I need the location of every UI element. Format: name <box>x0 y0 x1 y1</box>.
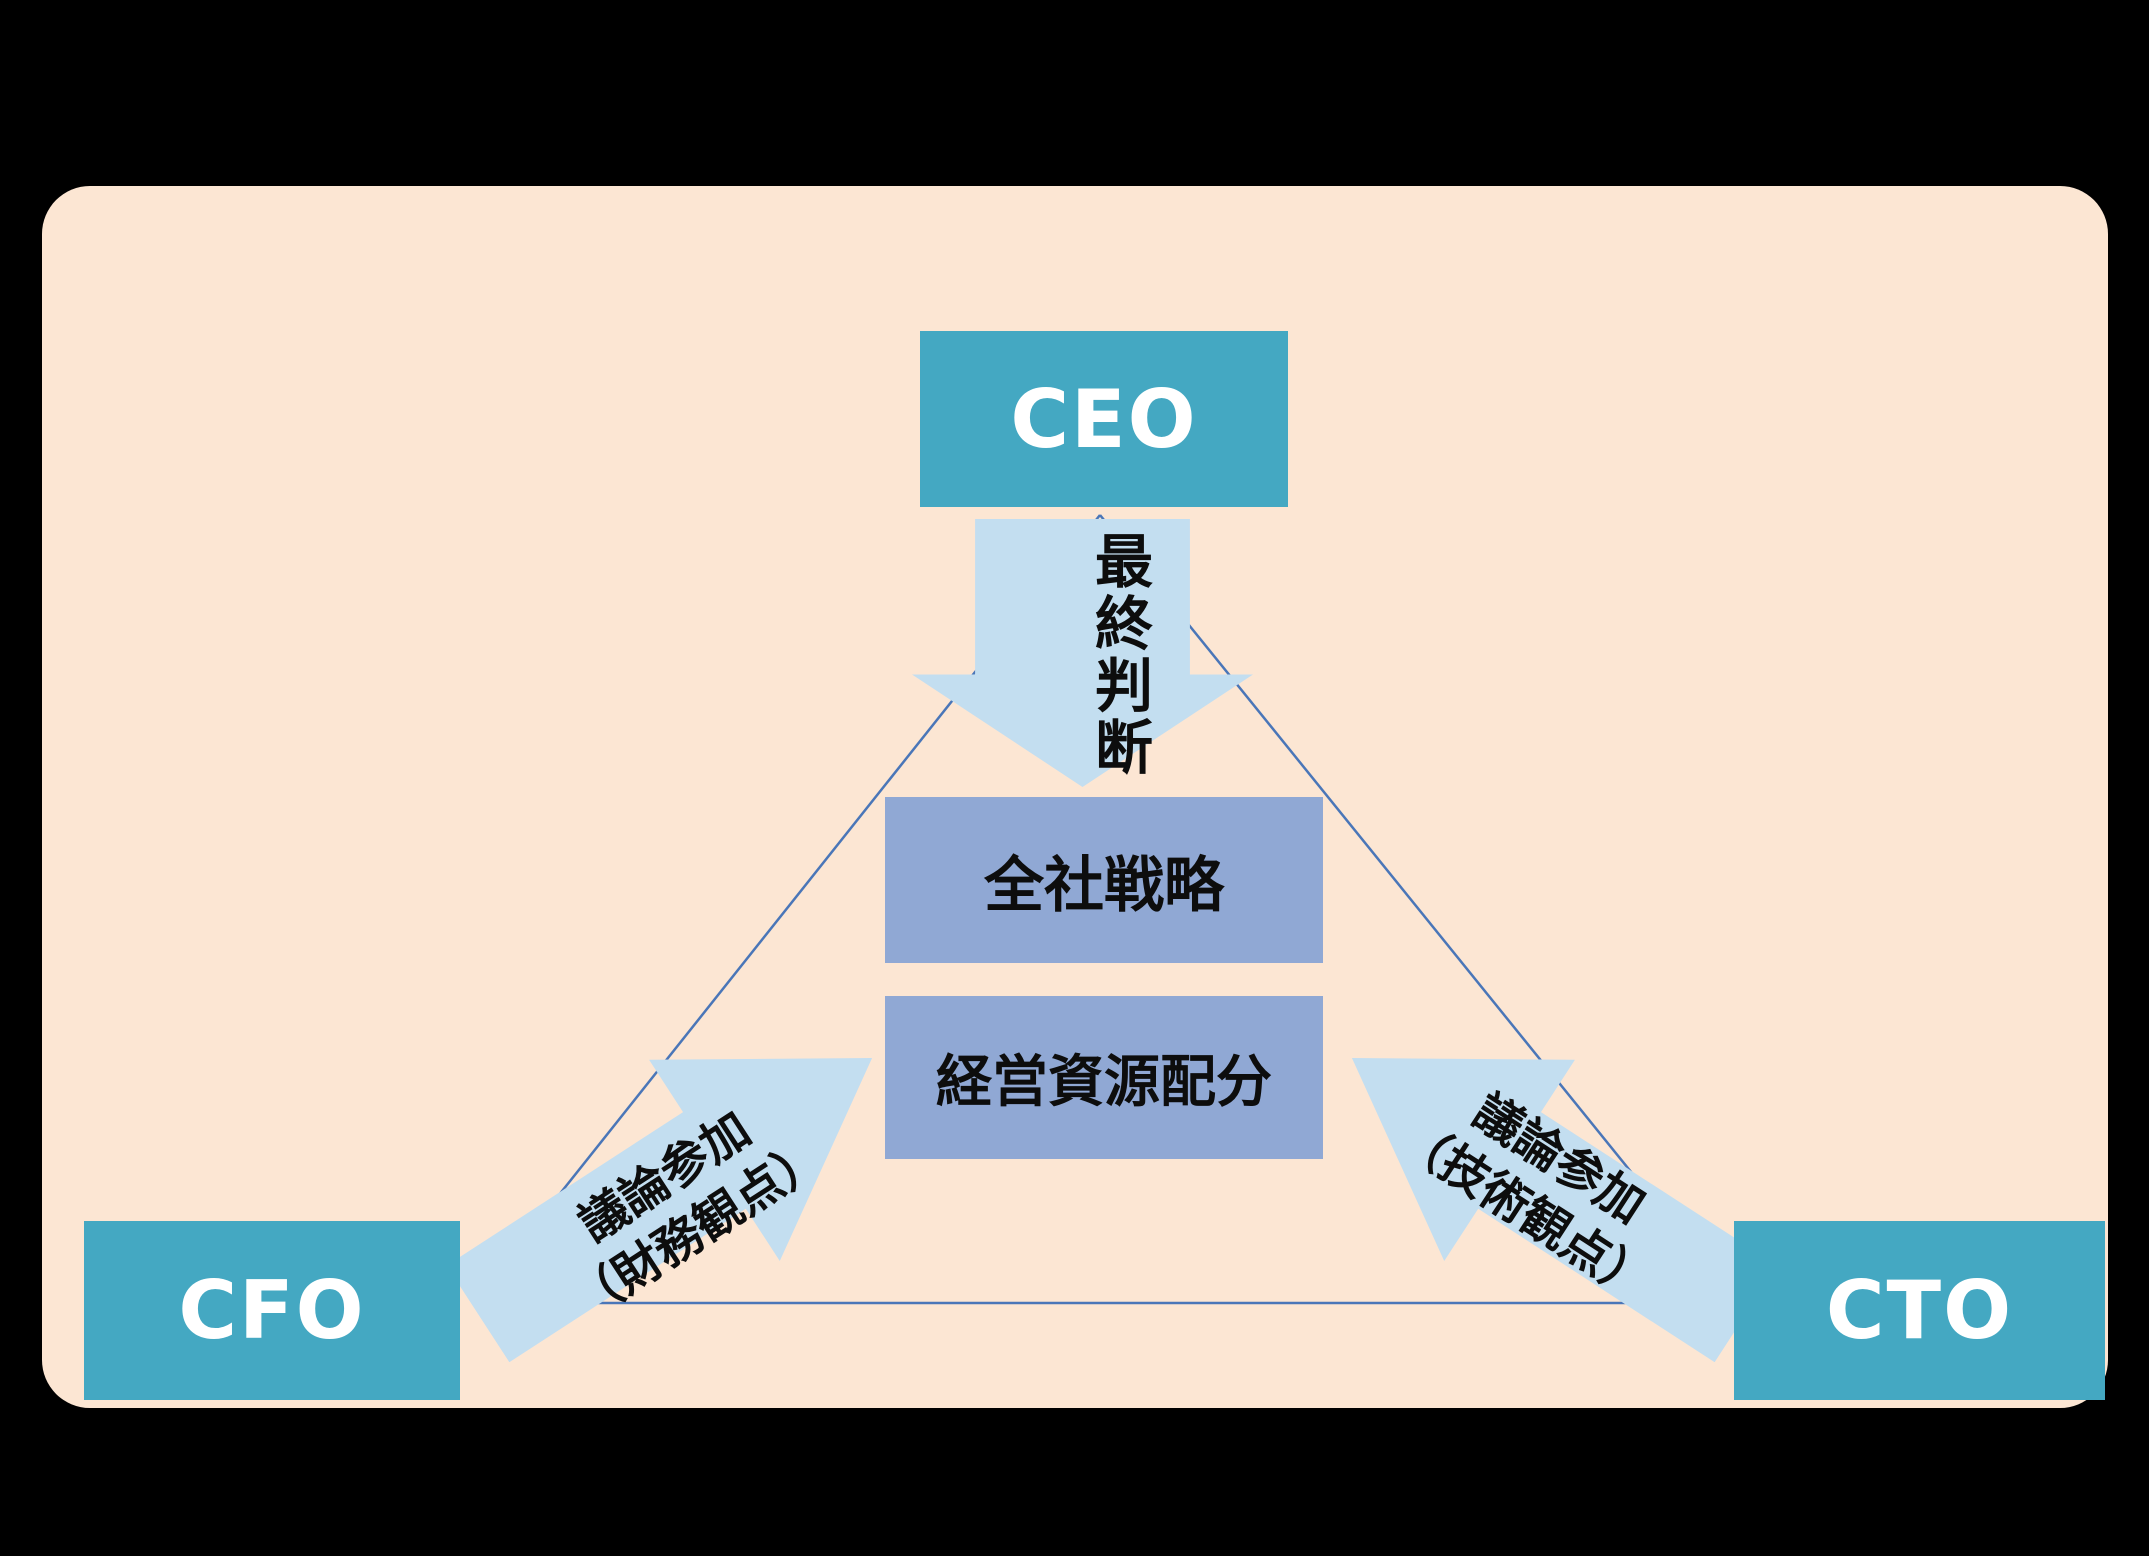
strategy-label: 全社戦略 <box>984 850 1224 921</box>
cfo-box: CFO <box>84 1221 460 1400</box>
strategy-box: 全社戦略 <box>885 797 1323 963</box>
resource-allocation-box: 経営資源配分 <box>885 996 1323 1159</box>
cfo-label: CFO <box>178 1264 366 1357</box>
ceo-label: CEO <box>1010 372 1198 466</box>
ceo-box: CEO <box>920 331 1288 507</box>
final-decision-label: 最終判断 <box>1085 531 1153 779</box>
cto-box: CTO <box>1734 1221 2105 1400</box>
cto-label: CTO <box>1825 1264 2014 1357</box>
resource-allocation-label: 経営資源配分 <box>936 1050 1272 1115</box>
